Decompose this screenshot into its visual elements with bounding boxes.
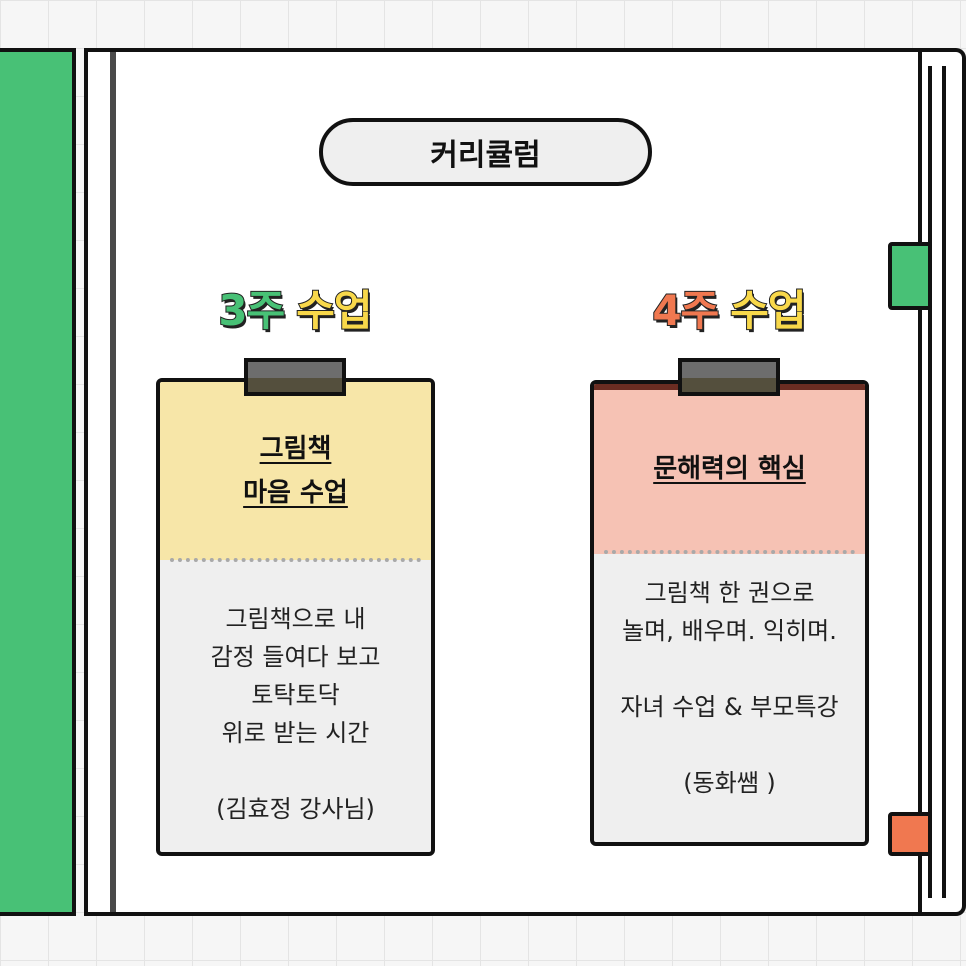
week3-card-header: 그림책 마음 수업 [160, 382, 431, 560]
week4-card: 문해력의 핵심 그림책 한 권으로 놀며, 배우며. 익히며. 자녀 수업 & … [590, 380, 869, 846]
week3-number: 3주 [217, 285, 286, 336]
week3-card-title-line: 그림책 [259, 434, 332, 464]
week4-body-line: 그림책 한 권으로 [644, 579, 815, 607]
tape-decoration [244, 358, 346, 396]
bookmark-tab-orange [888, 812, 932, 856]
page-binding-line [110, 52, 116, 912]
page-edge-line [928, 66, 932, 898]
week3-body-line: (김효정 강사님) [216, 795, 375, 823]
week3-card: 그림책 마음 수업 그림책으로 내 감정 들여다 보고 토탁토닥 위로 받는 시… [156, 378, 435, 856]
tape-decoration [678, 358, 780, 396]
dotted-divider [604, 550, 855, 554]
week4-number: 4주 [651, 285, 720, 336]
week4-card-header: 문해력의 핵심 [594, 384, 865, 554]
week3-card-body: 그림책으로 내 감정 들여다 보고 토탁토닥 위로 받는 시간 (김효정 강사님… [160, 600, 431, 828]
book-spine [0, 48, 76, 916]
bookmark-tab-green [888, 242, 932, 310]
week4-body-line: (동화쌤 ) [683, 769, 776, 797]
week3-body-line: 그림책으로 내 [225, 605, 366, 633]
week4-body-line: 놀며, 배우며. 익히며. [622, 617, 837, 645]
week4-body-line: 자녀 수업 & 부모특강 [620, 693, 839, 721]
curriculum-title: 커리큘럼 [319, 118, 652, 186]
week4-card-title-line: 문해력의 핵심 [653, 454, 806, 484]
week3-body-line: 감정 들여다 보고 [210, 643, 381, 671]
week4-card-body: 그림책 한 권으로 놀며, 배우며. 익히며. 자녀 수업 & 부모특강 (동화… [594, 574, 865, 802]
week3-body-line: 위로 받는 시간 [221, 719, 370, 747]
week3-body-line: 토탁토닥 [251, 681, 340, 709]
page-edge-line [942, 66, 946, 898]
dotted-divider [170, 558, 421, 562]
week3-word: 수업 [295, 285, 373, 336]
week4-title: 4주 수업 [614, 272, 844, 342]
week3-title: 3주 수업 [180, 272, 410, 342]
week3-card-title-line: 마음 수업 [243, 478, 348, 508]
week4-word: 수업 [729, 285, 807, 336]
